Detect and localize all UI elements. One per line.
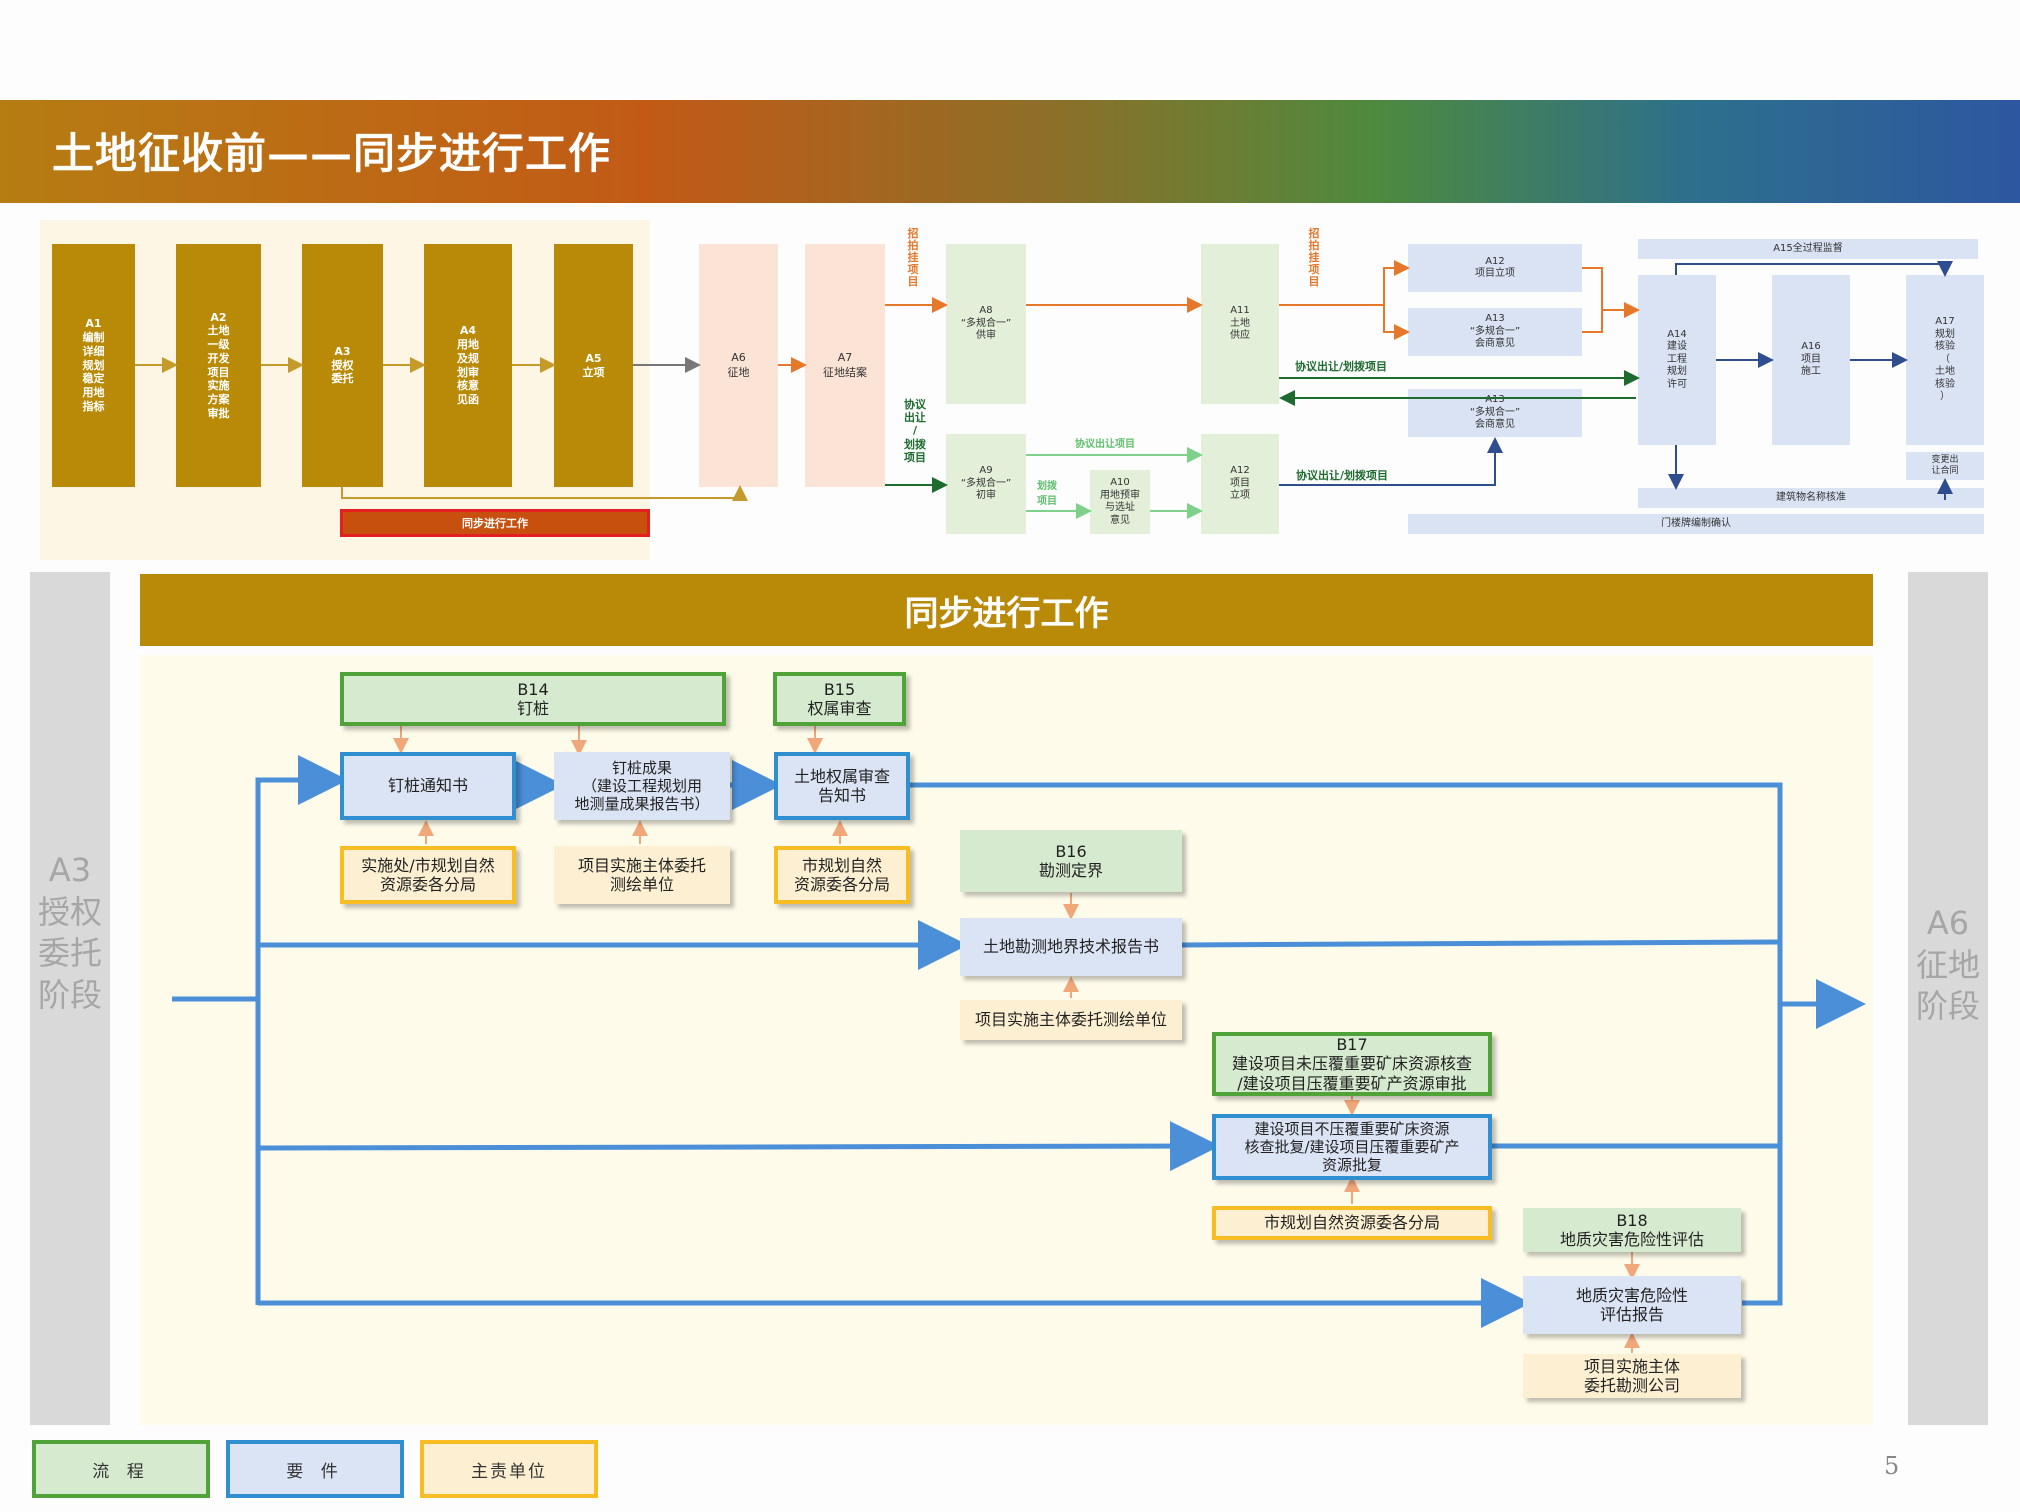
step-a2: A2 土地 一级 开发 项目 实施 方案 审批 bbox=[176, 244, 261, 487]
process-b18: B18 地质灾害危险性评估 bbox=[1523, 1208, 1741, 1252]
stage-panel-left bbox=[30, 572, 110, 1425]
process-b14: B14 钉桩 bbox=[340, 672, 726, 726]
door-plate-confirmation: 门楼牌编制确认 bbox=[1408, 514, 1984, 534]
stage-panel-right bbox=[1908, 572, 1988, 1425]
step-a7: A7 征地结案 bbox=[805, 244, 885, 487]
transfer-contract: 变更出 让合同 bbox=[1906, 452, 1984, 480]
document-survey: 土地勘测地界技术报告书 bbox=[960, 918, 1182, 976]
step-a5: A5 立项 bbox=[554, 244, 633, 487]
legend-document: 要 件 bbox=[226, 1440, 404, 1498]
stage-label-a6: A6 征地 阶段 bbox=[1915, 904, 1980, 1026]
step-a8: A8 “多规合一” 供审 bbox=[946, 244, 1026, 404]
building-name-approval: 建筑物名称核准 bbox=[1638, 488, 1984, 508]
document-geo: 地质灾害危险性 评估报告 bbox=[1523, 1276, 1741, 1334]
label-agree-alloc-2: 协议出让/划拨项目 bbox=[1296, 469, 1389, 482]
page-title: 土地征收前——同步进行工作 bbox=[52, 129, 612, 178]
label-agreement: 协议 出让 / 划拨 项目 bbox=[904, 398, 926, 464]
legend-process: 流 程 bbox=[32, 1440, 210, 1498]
label-agreement-small: 协议出让项目 bbox=[1075, 439, 1135, 450]
label-auction-2: 招 拍 挂 项 目 bbox=[1308, 227, 1320, 289]
step-a1: A1 编制 详细 规划 稳定 用地 指标 bbox=[52, 244, 135, 487]
step-a3: A3 授权 委托 bbox=[302, 244, 383, 487]
unit-geo: 项目实施主体 委托勘测公司 bbox=[1523, 1354, 1741, 1398]
process-b15: B15 权属审查 bbox=[773, 672, 906, 726]
step-a16: A16 项目 施工 bbox=[1772, 275, 1850, 445]
unit-mineral: 市规划自然资源委各分局 bbox=[1212, 1206, 1492, 1240]
step-a6: A6 征地 bbox=[699, 244, 778, 487]
label-agree-alloc-1: 协议出让/划拨项目 bbox=[1295, 360, 1388, 373]
stage-label-a3: A3 授权 委托 阶段 bbox=[37, 851, 102, 1014]
page-number: 5 bbox=[1884, 1452, 1900, 1480]
title-banner bbox=[0, 100, 2020, 203]
unit-pile-result: 项目实施主体委托 测绘单位 bbox=[554, 846, 730, 904]
document-pile-result: 钉桩成果 （建设工程规划用 地测量成果报告书） bbox=[554, 752, 730, 820]
sync-work-label: 同步进行工作 bbox=[340, 509, 650, 537]
unit-ownership: 市规划自然 资源委各分局 bbox=[774, 846, 910, 904]
step-a12-right: A12 项目立项 bbox=[1408, 244, 1582, 292]
document-ownership: 土地权属审查 告知书 bbox=[774, 752, 910, 820]
step-a10: A10 用地预审 与选址 意见 bbox=[1090, 470, 1150, 534]
unit-survey: 项目实施主体委托测绘单位 bbox=[960, 1000, 1182, 1040]
step-a13-upper: A13 “多规合一” 会商意见 bbox=[1408, 308, 1582, 356]
step-a11: A11 土地 供应 bbox=[1201, 244, 1279, 404]
process-b16: B16 勘测定界 bbox=[960, 830, 1182, 892]
sync-work-header: 同步进行工作 bbox=[140, 574, 1873, 646]
label-auction-1: 招 拍 挂 项 目 bbox=[907, 227, 919, 289]
step-a9: A9 “多规合一” 初审 bbox=[946, 434, 1026, 534]
document-mineral: 建设项目不压覆重要矿床资源 核查批复/建设项目压覆重要矿产 资源批复 bbox=[1212, 1114, 1492, 1180]
unit-pile-notice: 实施处/市规划自然 资源委各分局 bbox=[340, 846, 516, 904]
step-a12-left: A12 项目 立项 bbox=[1201, 434, 1279, 534]
step-a4: A4 用地 及规 划审 核意 见函 bbox=[424, 244, 512, 487]
step-a17: A17 规划 核验 （ 土地 核验 ） bbox=[1906, 275, 1984, 445]
document-pile-notice: 钉桩通知书 bbox=[340, 752, 516, 820]
legend-unit: 主责单位 bbox=[420, 1440, 598, 1498]
step-a14: A14 建设 工程 规划 许可 bbox=[1638, 275, 1716, 445]
step-a15-supervision: A15全过程监督 bbox=[1638, 239, 1978, 259]
process-b17: B17 建设项目未压覆重要矿床资源核查 /建设项目压覆重要矿产资源审批 bbox=[1212, 1032, 1492, 1096]
label-allocation: 划拨 项目 bbox=[1037, 481, 1057, 507]
